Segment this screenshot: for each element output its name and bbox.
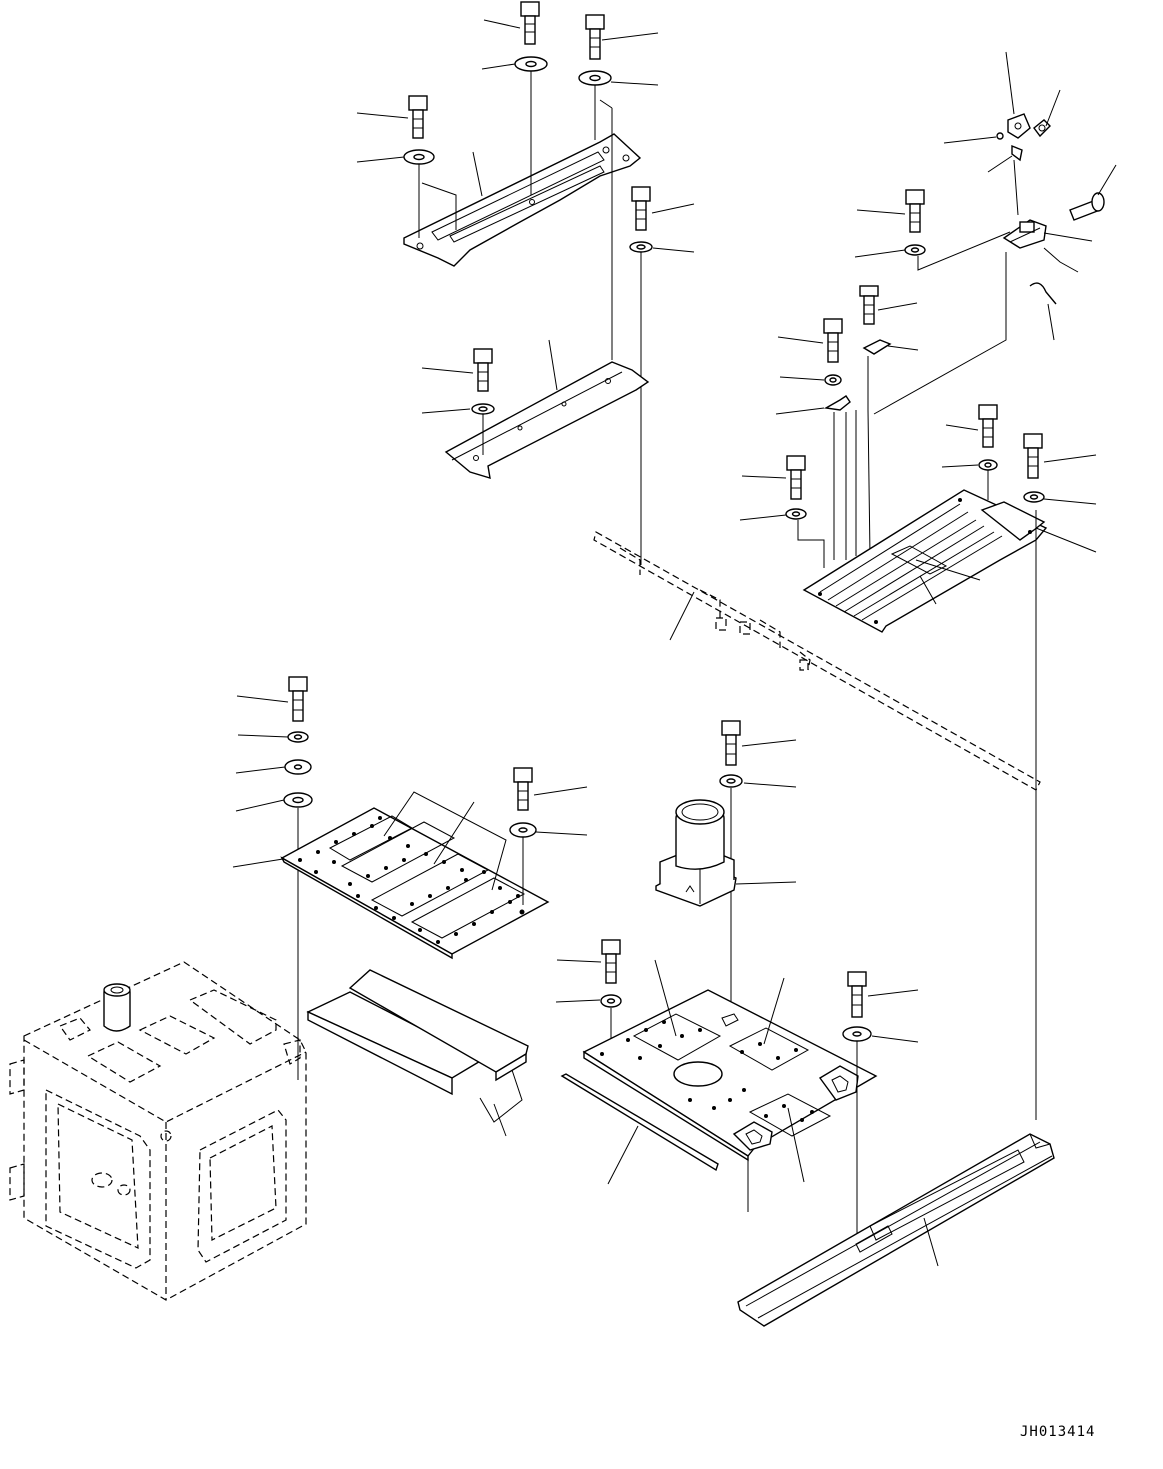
- bolt-center-right: [721, 720, 741, 766]
- weather-strip: [560, 1073, 719, 1172]
- latch-bolt: [1069, 192, 1105, 221]
- cab-filler-cap: [103, 983, 131, 1032]
- washer-center-right: [719, 774, 743, 788]
- floor-mat-right: [802, 489, 1048, 633]
- washer-floor-2: [842, 1026, 872, 1042]
- washer-mid-2: [471, 403, 495, 415]
- screw-countersunk: [859, 285, 879, 325]
- latch-hook: [1007, 113, 1031, 139]
- small-screw: [996, 132, 1004, 140]
- bolt-right-4: [1023, 433, 1043, 479]
- bolt-mid-2: [473, 348, 493, 392]
- center-floor-plate: [582, 989, 878, 1162]
- washer-right-1: [904, 244, 926, 256]
- washer-center-left: [509, 822, 537, 838]
- latch-pin: [1033, 119, 1051, 138]
- angle-bracket: [444, 361, 650, 479]
- bolt-top-2: [585, 14, 605, 60]
- washer-lower-left-2: [284, 759, 312, 775]
- washer-right-2: [824, 374, 842, 386]
- bolt-lower-left: [288, 676, 308, 722]
- bolt-right-5: [786, 455, 806, 500]
- nut-plate: [862, 339, 892, 355]
- bolt-top-1: [520, 1, 540, 45]
- bracket-plate-top: [403, 133, 642, 267]
- perforation-dots: [298, 816, 525, 944]
- washer-top-2: [578, 70, 612, 86]
- drawing-code-label: JH013414: [1020, 1424, 1096, 1440]
- bolt-floor-2: [847, 971, 867, 1018]
- washer-right-4: [1023, 491, 1045, 503]
- washer-mid-1: [629, 241, 653, 253]
- washer-floor-1: [600, 994, 622, 1008]
- cylinder-housing: [655, 799, 737, 907]
- washer-top-1: [514, 56, 548, 72]
- washer-left-1: [403, 149, 435, 165]
- bolt-right-2: [823, 318, 843, 363]
- washer-right-5: [785, 508, 807, 520]
- spring-wire: [1029, 282, 1057, 305]
- washer-lower-left-3: [283, 792, 313, 808]
- plate-dots: [600, 1020, 814, 1122]
- bolt-mid-1: [631, 186, 651, 231]
- washer-right-3: [978, 459, 998, 471]
- bolt-floor-1: [601, 939, 621, 984]
- lock-assembly: [1002, 219, 1047, 249]
- cab-outline-dashed: [9, 961, 307, 1301]
- perforated-floor-plate: [280, 807, 550, 960]
- bolt-right-3: [978, 404, 998, 448]
- bolt-center-left: [513, 767, 533, 811]
- small-clip: [1011, 144, 1023, 162]
- bracket-clip: [823, 395, 851, 411]
- washer-lower-left-1: [287, 731, 309, 743]
- bolt-right-1: [905, 189, 925, 233]
- seal-strip-set: [306, 969, 529, 1096]
- bolt-left-1: [408, 95, 428, 139]
- bottom-rail: [737, 1133, 1055, 1327]
